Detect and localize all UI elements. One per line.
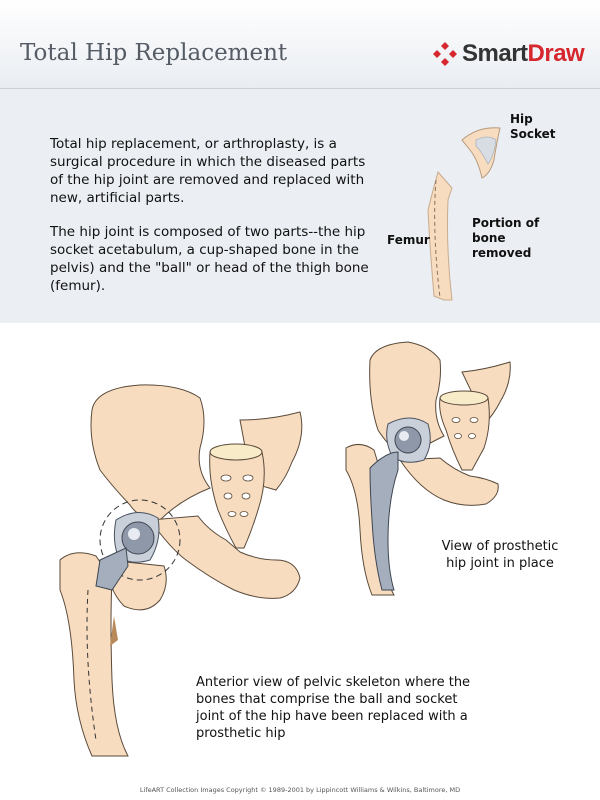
- label-femur: Femur: [387, 233, 430, 247]
- hip-prosthesis: [95, 512, 160, 591]
- label-hip-socket: Hip Socket: [510, 112, 556, 141]
- caption-prosthetic-view: View of prosthetic hip joint in place: [441, 539, 559, 571]
- hip-socket-shape: [461, 127, 501, 179]
- footer-copyright: LifeART Collection Images Copyright © 19…: [139, 786, 461, 794]
- intro-paragraph-1: Total hip replacement, or arthroplasty, …: [50, 136, 366, 206]
- logo-smart: Smart: [462, 40, 528, 67]
- sacrum-top: [209, 443, 263, 461]
- sacral-foramina: [220, 474, 254, 517]
- femur-portion-shape: [427, 170, 453, 301]
- page-title: Total Hip Replacement: [20, 40, 288, 66]
- intro-text: Total hip replacement, or arthroplasty, …: [50, 135, 370, 311]
- smartdraw-logo: SmartDraw: [432, 40, 585, 68]
- header: Total Hip Replacement SmartDraw: [0, 0, 600, 89]
- logo-draw: Draw: [527, 40, 585, 67]
- smartdraw-logo-icon: [433, 42, 457, 66]
- pelvis-bone: [90, 384, 303, 611]
- caption-anterior-view: Anterior view of pelvic skeleton where t…: [196, 675, 471, 741]
- intro-paragraph-2: The hip joint is composed of two parts--…: [50, 224, 369, 294]
- label-portion-removed: Portion of bone removed: [472, 216, 540, 260]
- logo-wordmark: SmartDraw: [462, 40, 585, 68]
- femur-bone: [59, 552, 129, 757]
- removed-bone-outline: [99, 499, 181, 581]
